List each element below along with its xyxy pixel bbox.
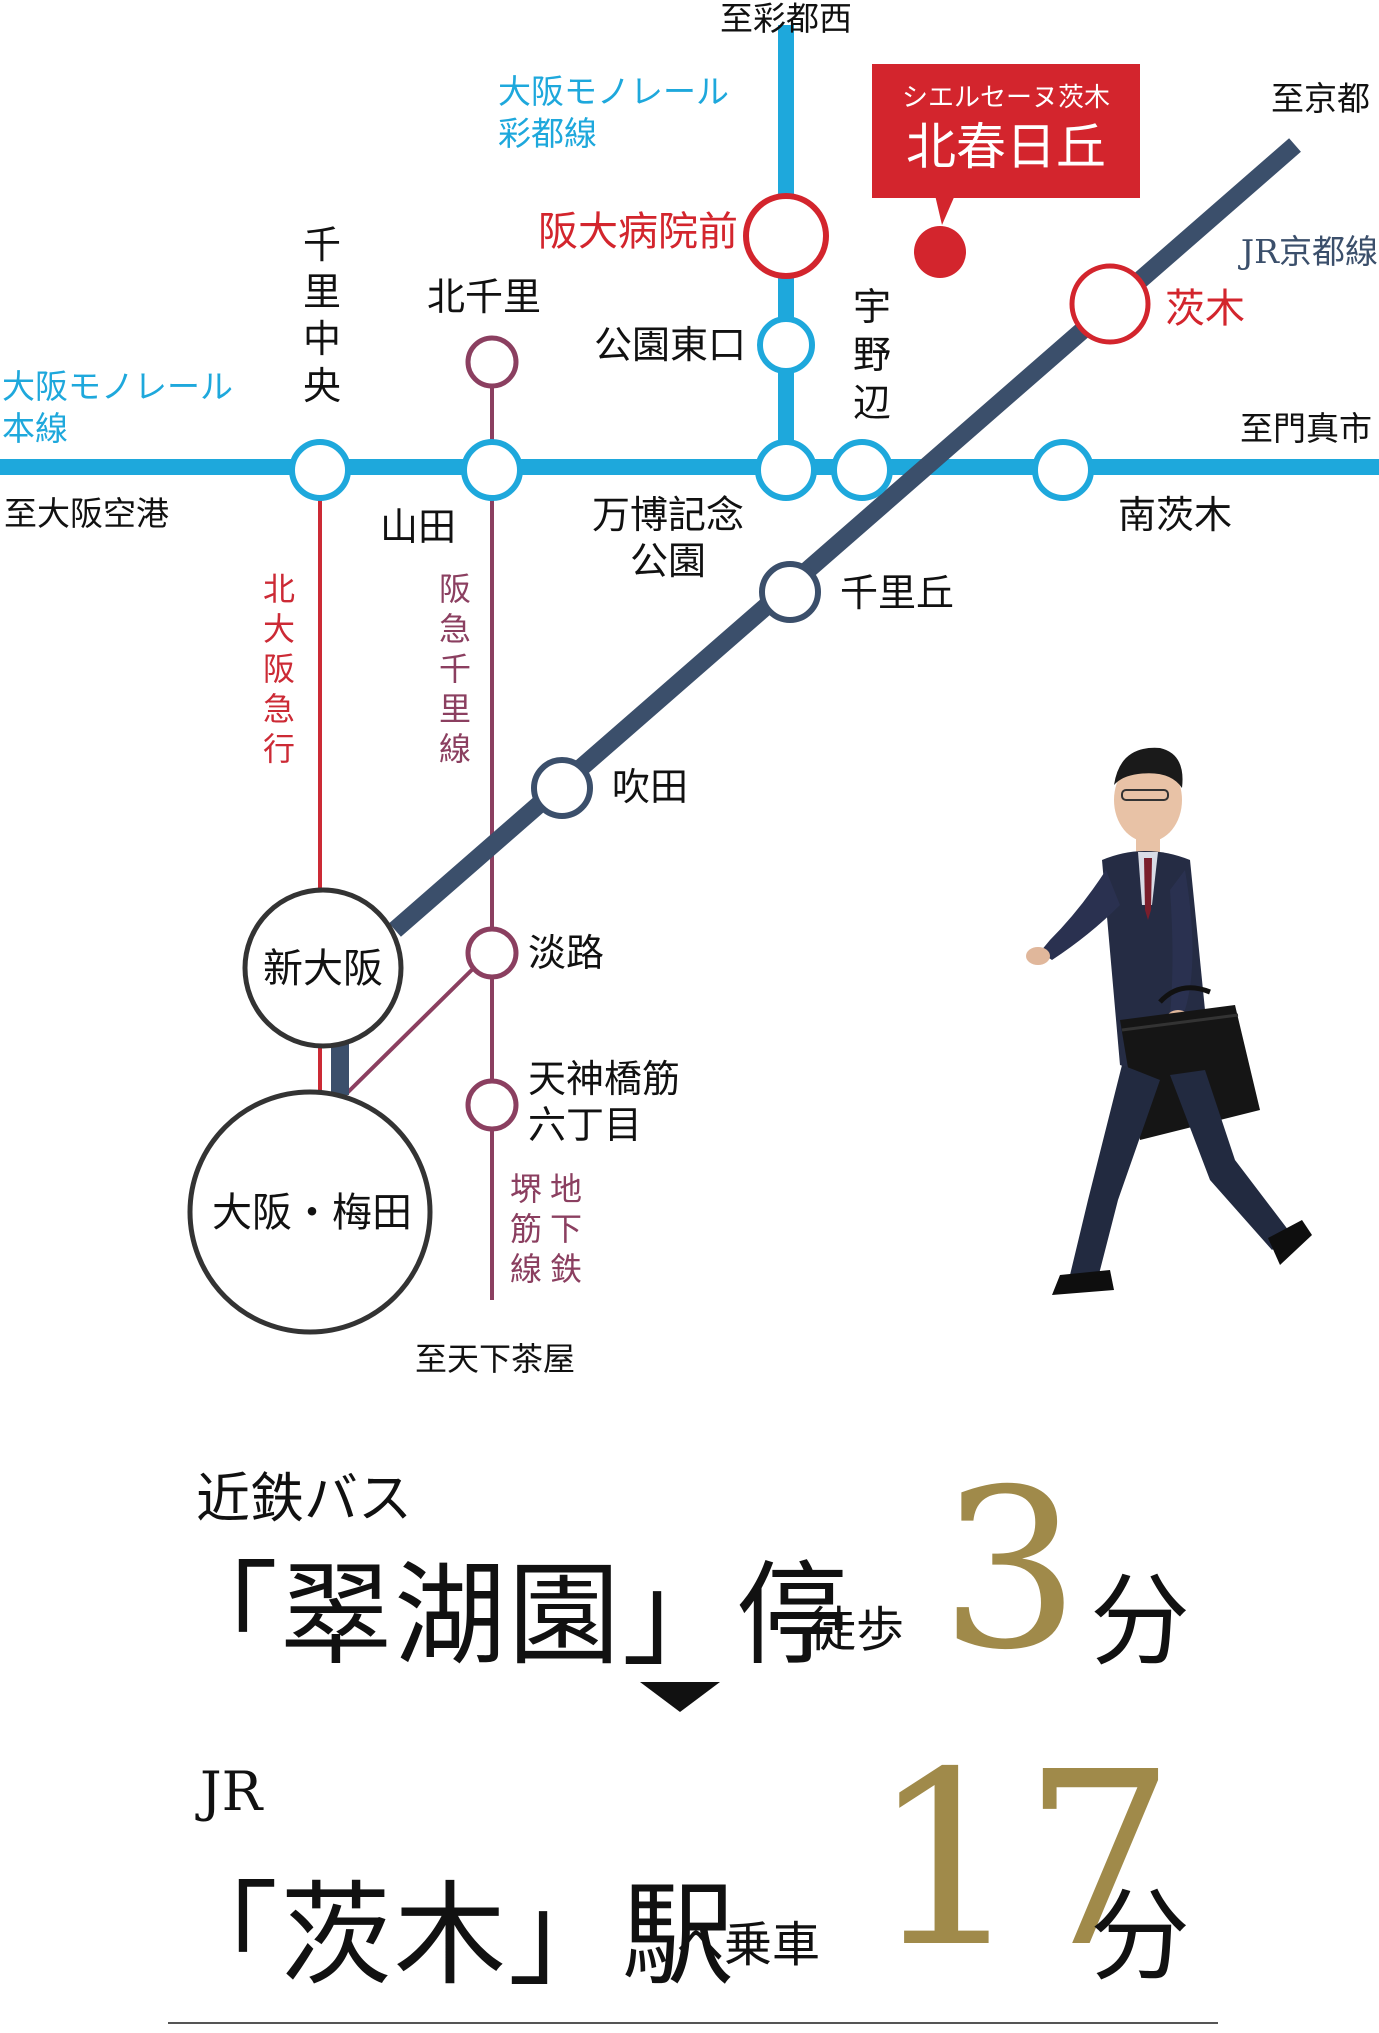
shin-osaka-label: 新大阪 <box>263 946 383 992</box>
businessman-illustration <box>1026 747 1312 1295</box>
svg-text:千: 千 <box>303 223 341 267</box>
station-yamada <box>461 439 523 501</box>
svg-text:阪: 阪 <box>263 650 295 688</box>
walk-label: 徒歩 <box>808 1602 905 1658</box>
station-ibaraki <box>1069 263 1151 345</box>
kita-senri-label: 北千里 <box>427 275 541 319</box>
dir-airport-label: 至大阪空港 <box>4 494 169 533</box>
svg-text:急: 急 <box>263 690 295 728</box>
dir-tengachaya-label: 至天下茶屋 <box>415 1340 575 1378</box>
station-tenjinbashi <box>465 1078 519 1132</box>
svg-text:里: 里 <box>303 270 341 314</box>
route-map: 至彩都西 大阪モノレール 彩都線 シエルセーヌ茨木 北春日丘 至京都 JR京都線… <box>0 0 1379 1378</box>
kita-osaka-kyuko-label: 北大 阪急行 <box>263 570 295 768</box>
svg-text:千: 千 <box>439 650 471 688</box>
svg-text:筋: 筋 <box>510 1210 542 1248</box>
koen-higashiguchi-label: 公園東口 <box>594 323 746 367</box>
svg-text:大: 大 <box>263 610 295 648</box>
svg-text:線: 線 <box>510 1250 542 1288</box>
hankyu-senri-label: 阪急 千里線 <box>439 570 471 768</box>
down-arrow-icon <box>640 1682 720 1712</box>
svg-text:阪: 阪 <box>439 570 471 608</box>
bottom-divider <box>168 2022 1218 2024</box>
svg-text:線: 線 <box>439 730 471 768</box>
property-label-box <box>872 64 1140 198</box>
rail-company: JR <box>200 1760 263 1823</box>
access-info: 近鉄バス 「翠湖園」停 徒歩 3 分 JR 「茨木」駅 へ乗車 17 分 <box>0 1400 1379 2033</box>
banpaku-label-1: 万博記念 <box>592 493 744 537</box>
ride-minutes-unit: 分 <box>1090 1878 1190 1995</box>
tenjinbashi-label-1: 天神橋筋 <box>528 1057 680 1101</box>
svg-text:央: 央 <box>303 364 341 408</box>
yamada-label: 山田 <box>380 505 456 549</box>
dir-kyoto-label: 至京都 <box>1271 79 1370 118</box>
senrioka-label: 千里丘 <box>840 571 954 615</box>
station-handai-byoinmae <box>743 193 829 279</box>
handai-byoinmae-label: 阪大病院前 <box>538 209 738 255</box>
dir-kadoma-label: 至門真市 <box>1240 409 1372 448</box>
ride-minutes: 17 <box>870 1720 1176 2000</box>
banpaku-label-2: 公園 <box>630 539 706 583</box>
unobe-label: 宇野辺 <box>853 285 891 425</box>
ride-label: へ乗車 <box>676 1917 821 1973</box>
station-name: 「茨木」駅 <box>166 1871 736 2001</box>
svg-text:地: 地 <box>550 1170 582 1208</box>
station-koen-higashiguchi <box>757 316 815 374</box>
suita-label: 吹田 <box>612 765 688 809</box>
station-senrioka <box>759 561 821 623</box>
svg-text:宇: 宇 <box>853 285 891 329</box>
svg-text:辺: 辺 <box>853 381 891 425</box>
main-line-label-2: 本線 <box>2 409 68 448</box>
svg-text:野: 野 <box>853 333 891 377</box>
awaji-label: 淡路 <box>528 931 604 975</box>
station-kita-senri <box>465 335 519 389</box>
svg-text:堺: 堺 <box>510 1170 542 1208</box>
station-shin-osaka <box>242 887 404 1049</box>
station-suita <box>531 757 593 819</box>
svg-text:行: 行 <box>263 730 295 768</box>
tenjinbashi-label-2: 六丁目 <box>528 1103 642 1147</box>
main-line-label-1: 大阪モノレール <box>2 367 233 406</box>
jr-kyoto-line-label: JR京都線 <box>1238 232 1378 271</box>
hankyu-umeda-branch <box>338 948 494 1102</box>
bus-stop-name: 「翠湖園」停 <box>166 1551 850 1681</box>
svg-text:鉄: 鉄 <box>550 1250 582 1288</box>
svg-text:下: 下 <box>550 1210 582 1248</box>
saito-line-label-2: 彩都線 <box>498 114 597 153</box>
dir-saito-nishi-label: 至彩都西 <box>720 0 852 38</box>
bus-company: 近鉄バス <box>196 1467 412 1530</box>
svg-text:中: 中 <box>303 317 341 361</box>
minami-ibaraki-label: 南茨木 <box>1118 493 1232 537</box>
svg-text:里: 里 <box>439 690 471 728</box>
property-sub-label: シエルセーヌ茨木 <box>902 83 1110 113</box>
station-unobe <box>831 439 893 501</box>
sakaisuji-line-label: 堺筋線 地下鉄 <box>510 1170 582 1288</box>
station-minami-ibaraki <box>1032 439 1094 501</box>
walk-minutes-unit: 分 <box>1090 1563 1190 1680</box>
ibaraki-label: 茨木 <box>1165 286 1245 332</box>
property-pointer <box>935 195 955 225</box>
property-main-label: 北春日丘 <box>906 118 1106 176</box>
station-osaka-umeda <box>187 1089 433 1335</box>
station-senri-chuo <box>289 439 351 501</box>
station-awaji <box>465 926 519 980</box>
svg-text:北: 北 <box>263 570 295 608</box>
walk-minutes: 3 <box>940 1442 1080 1698</box>
property-location-dot <box>914 226 966 278</box>
svg-text:急: 急 <box>439 610 471 648</box>
osaka-umeda-label: 大阪・梅田 <box>212 1190 412 1236</box>
saito-line-label-1: 大阪モノレール <box>498 72 729 111</box>
station-banpaku <box>755 439 817 501</box>
senri-chuo-label: 千里 中央 <box>303 223 341 408</box>
